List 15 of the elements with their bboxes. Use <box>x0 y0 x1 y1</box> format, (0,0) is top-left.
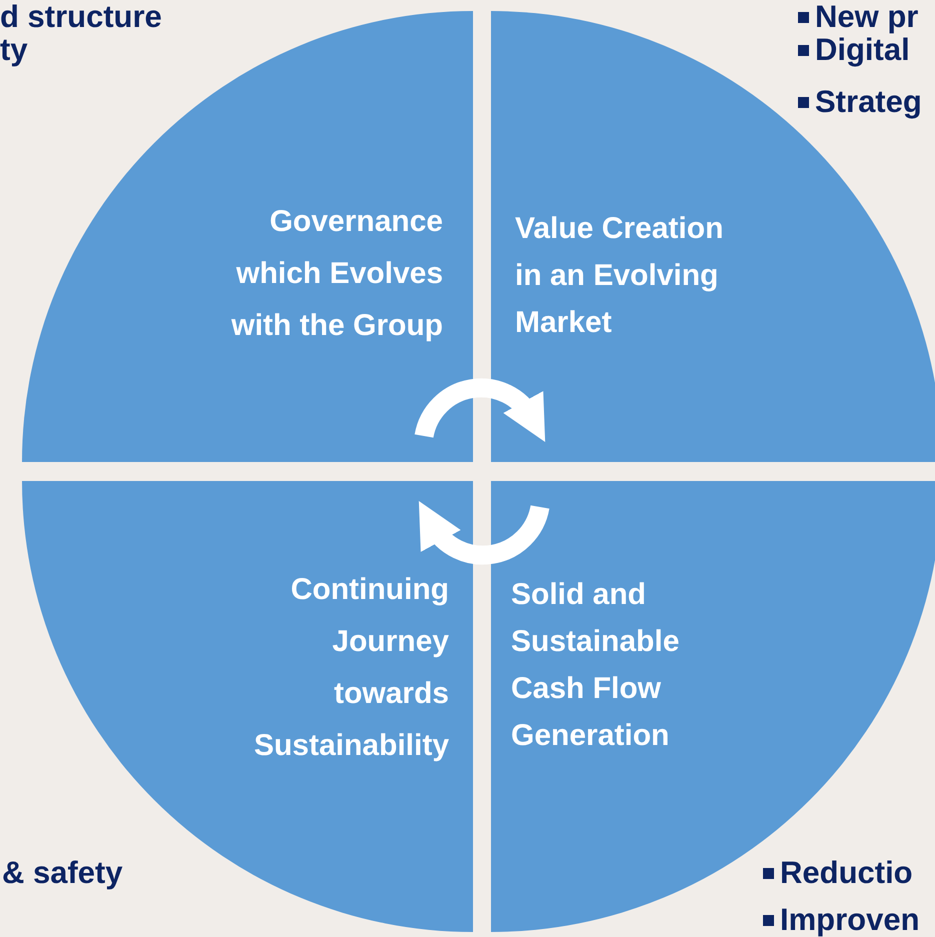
bullet-text: Reductio <box>780 856 913 890</box>
bullet-text: Improven <box>780 903 920 937</box>
cycle-arrow <box>417 502 550 565</box>
segment-title: Solid and Sustainable Cash Flow Generation <box>511 577 680 754</box>
segment-title: Governance which Evolves with the Group <box>230 204 443 344</box>
cycle-arrow <box>414 378 547 442</box>
bullet-text: d structure <box>0 0 162 34</box>
segment-title: Continuing Journey towards Sustainability <box>252 572 449 764</box>
bullet-text: Strateg <box>815 85 922 119</box>
bullet-text: New pr <box>815 0 918 34</box>
bullet-text: & safety <box>2 856 123 890</box>
bullet-text: Digital <box>815 33 910 67</box>
quadrant-segment <box>22 481 473 932</box>
segment-title: Value Creation in an Evolving Market <box>515 211 724 341</box>
bullet-text: ty <box>0 33 28 67</box>
